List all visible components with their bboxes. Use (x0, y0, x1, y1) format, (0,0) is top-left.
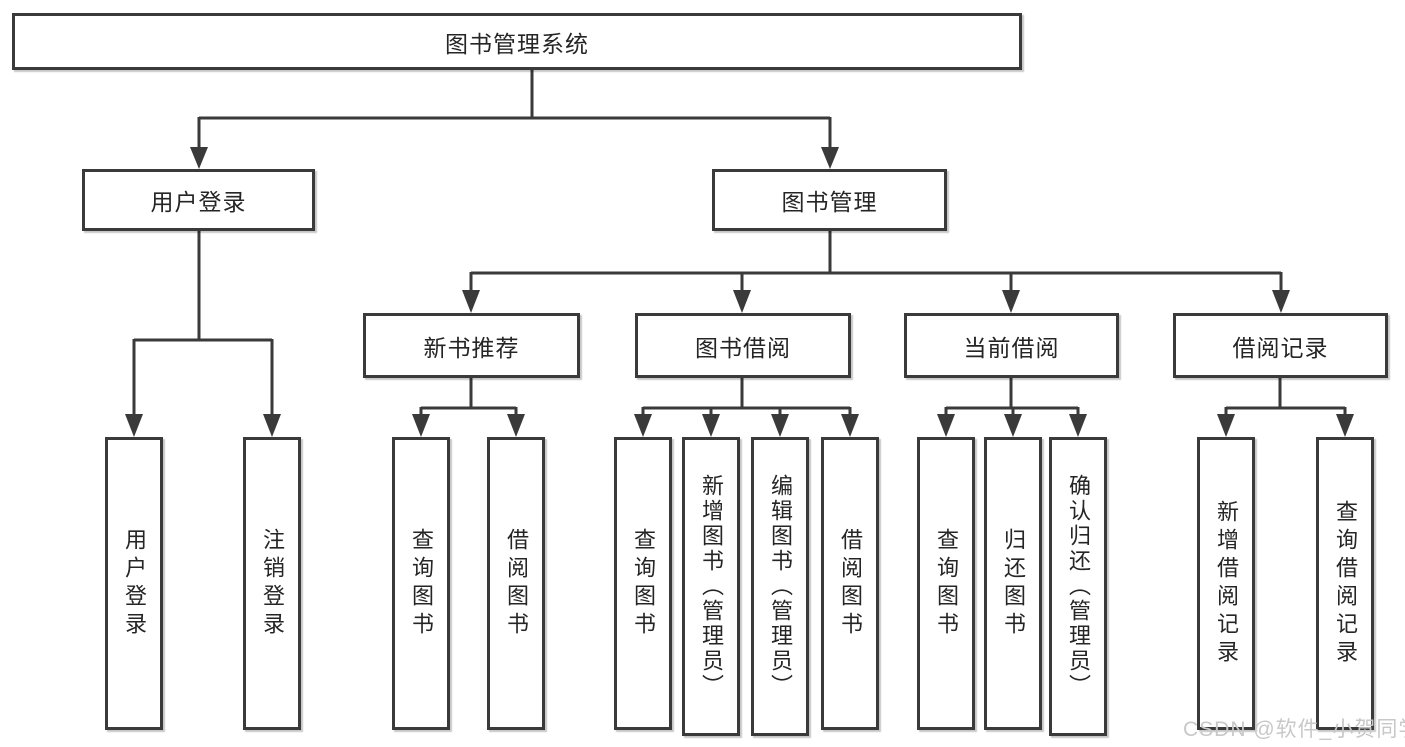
leaf-label: 确认归还（管理员） (1066, 474, 1091, 699)
leaf-label: 注销登录 (260, 527, 285, 640)
leaf-borrow-book: 借阅图书 (821, 437, 879, 730)
leaf-confirm-return-admin: 确认归还（管理员） (1049, 437, 1107, 736)
node-library-system: 图书管理系统 (12, 13, 1022, 70)
leaf-label: 新增借阅记录 (1214, 499, 1239, 668)
leaf-add-book-admin: 新增图书（管理员） (682, 437, 740, 736)
leaf-label: 借阅图书 (504, 527, 529, 640)
leaf-user-login: 用户登录 (105, 437, 163, 730)
node-new-book-recommend: 新书推荐 (363, 313, 580, 378)
leaf-label: 查询借阅记录 (1333, 499, 1358, 668)
leaf-query-book: 查询图书 (917, 437, 975, 730)
csdn-watermark: CSDN @软件_小贺同学 (1183, 718, 1405, 741)
node-label: 新书推荐 (423, 334, 520, 361)
leaf-label: 用户登录 (122, 527, 147, 640)
node-current-borrow: 当前借阅 (904, 313, 1119, 378)
node-label: 借阅记录 (1232, 334, 1329, 361)
node-book-management: 图书管理 (712, 169, 947, 231)
leaf-edit-book-admin: 编辑图书（管理员） (751, 437, 809, 736)
node-user-login: 用户登录 (82, 169, 315, 231)
leaf-label: 编辑图书（管理员） (768, 474, 793, 699)
leaf-borrow-book: 借阅图书 (487, 437, 545, 730)
node-book-borrow: 图书借阅 (635, 313, 851, 378)
node-label: 用户登录 (150, 189, 247, 215)
leaf-label: 查询图书 (409, 527, 434, 640)
leaf-label: 查询图书 (934, 527, 959, 640)
node-label: 图书管理 (781, 189, 878, 215)
leaf-return-book: 归还图书 (984, 437, 1042, 730)
node-label: 当前借阅 (963, 334, 1060, 361)
leaf-label: 查询图书 (631, 527, 656, 640)
leaf-label: 新增图书（管理员） (699, 474, 724, 699)
leaf-label: 借阅图书 (838, 527, 863, 640)
leaf-logout: 注销登录 (243, 437, 301, 730)
node-borrow-record: 借阅记录 (1173, 313, 1388, 378)
node-label: 图书借阅 (695, 334, 791, 361)
leaf-query-book: 查询图书 (614, 437, 672, 730)
leaf-add-borrow-record: 新增借阅记录 (1197, 437, 1255, 730)
node-label: 图书管理系统 (445, 30, 589, 57)
leaf-query-borrow-record: 查询借阅记录 (1316, 437, 1374, 730)
leaf-label: 归还图书 (1001, 527, 1026, 640)
leaf-query-book: 查询图书 (392, 437, 450, 730)
